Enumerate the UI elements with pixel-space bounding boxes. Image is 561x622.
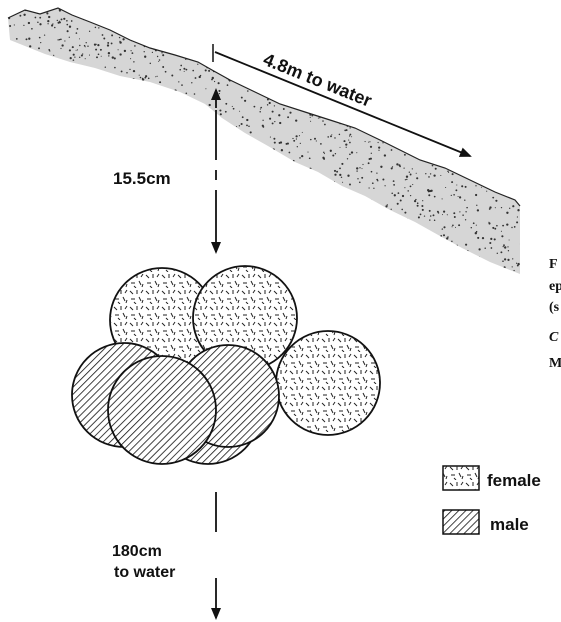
bottom-distance-label-line1: 180cm [112,543,162,560]
caption-fragment-5: M [549,356,561,371]
legend-male-swatch [443,510,479,534]
caption-fragment-3: (s [549,300,560,315]
top-distance-label: 4.8m to water [261,49,375,111]
caption-fragment: F ep (s C M [549,257,561,371]
caption-fragment-1: F [549,257,558,272]
caption-fragment-4: C [549,330,559,345]
egg-clutch [72,266,380,464]
legend: female male [443,466,541,534]
egg-female [276,331,380,435]
legend-female-label: female [487,471,541,490]
ground-slope [4,4,525,281]
legend-male-label: male [490,515,529,534]
bottom-distance-label-line2: to water [114,564,175,581]
egg-male [108,356,216,464]
depth-label: 15.5cm [113,169,171,188]
caption-fragment-2: ep [549,279,561,294]
